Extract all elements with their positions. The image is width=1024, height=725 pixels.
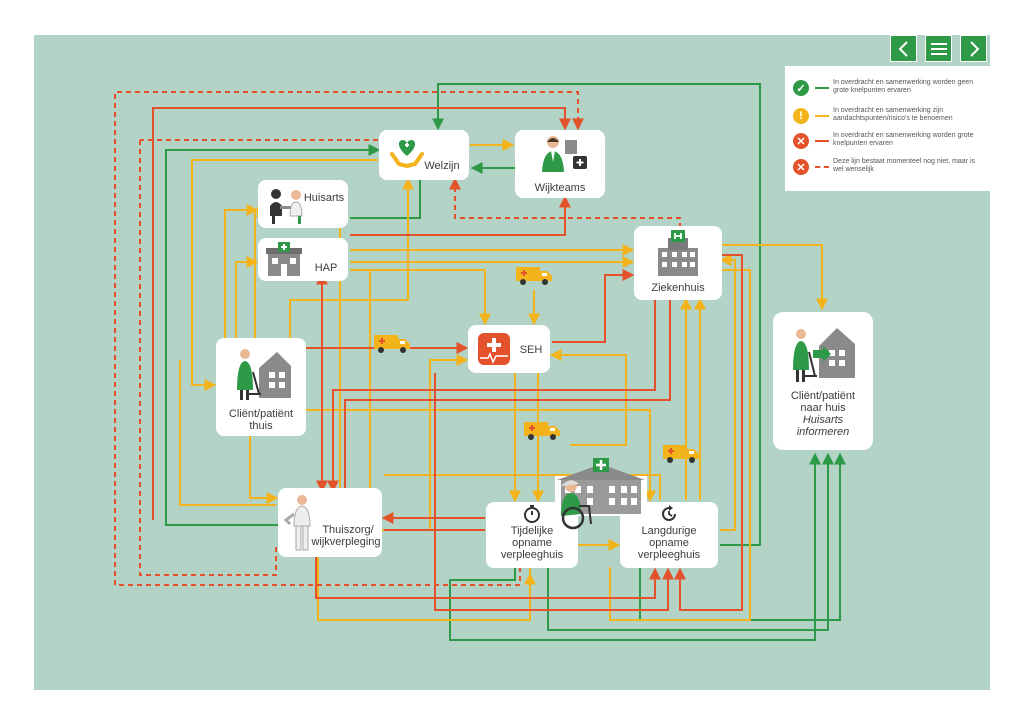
flow-yellow [382,354,469,531]
node-seh[interactable]: SEH [468,325,550,373]
node-label: HAP [314,262,338,274]
doctor-consult-icon [270,189,303,224]
ambulance-icon [524,422,560,440]
node-label: Ziekenhuis [651,282,705,294]
node-huisarts[interactable]: Huisarts [258,180,348,228]
flow-green [350,178,421,219]
flow-yellow [722,244,828,311]
stopwatch-icon [524,505,540,523]
flow-red [434,373,674,611]
exclamation-circle-icon: ! [793,108,809,124]
node-label: verpleeghuis [500,549,564,561]
node-label: opname [512,537,552,549]
node-label: Wijkteams [534,182,586,194]
node-label: wijkverpleging [311,536,381,548]
next-button[interactable] [960,35,987,62]
node-welzijn[interactable]: Welzijn [379,130,469,180]
node-client-thuis[interactable]: Cliënt/patiënt thuis [216,338,306,436]
node-label: opname [649,537,689,549]
node-naar-huis[interactable]: Cliënt/patiënt naar huis Huisarts inform… [773,312,873,450]
flow-red [152,107,571,520]
node-label: Thuiszorg/ [322,524,374,536]
flow-yellow [179,360,276,506]
chevron-left-icon [898,40,908,57]
legend-text: In overdracht en samenwerking worden gee… [833,79,974,94]
flow-red [315,557,661,599]
node-ziekenhuis[interactable]: Ziekenhuis [634,226,722,300]
legend: ✓ In overdracht en samenwerking worden g… [785,66,990,191]
clinic-building-icon [266,242,302,276]
ambulance-icon [516,267,552,285]
flow-red [674,254,743,611]
menu-icon [930,42,947,55]
node-label: Tijdelijke [510,525,554,537]
elderly-home-icon [237,349,291,400]
cross-circle-icon: ✕ [793,133,809,149]
nursing-home-wheelchair-icon [555,458,647,530]
legend-item-yellow: ! In overdracht en samenwerking zijn aan… [793,107,984,131]
legend-text: In overdracht en samenwerking zijn aanda… [833,107,953,122]
flow-desired [449,177,681,228]
flow-yellow [609,269,751,621]
flow-red [552,269,635,343]
previous-button[interactable] [890,35,917,62]
legend-item-red: ✕ In overdracht en samenwerking worden g… [793,132,984,156]
legend-item-dashed: ✕ Deze lijn bestaat momenteel nog niet, … [793,158,984,182]
cross-circle-icon: ✕ [793,159,809,175]
check-circle-icon: ✓ [793,80,809,96]
flow-yellow [306,409,656,503]
home-nurse-icon [284,495,311,551]
legend-item-green: ✓ In overdracht en samenwerking worden g… [793,79,984,103]
node-label: Huisarts [303,192,345,204]
flow-yellow [224,204,259,340]
node-label: naar huis [800,402,846,414]
node-label: informeren [796,426,850,438]
clock-refresh-icon [662,505,676,521]
flow-green [165,144,381,526]
node-hap[interactable]: HAP [258,238,348,281]
node-label: thuis [249,420,273,432]
node-label: Cliënt/patiënt [228,408,294,420]
legend-text: In overdracht en samenwerking worden gro… [833,132,974,147]
node-label: Huisarts [802,414,844,426]
node-label: Langdurige [641,525,697,537]
ambulance-icon [374,335,410,353]
flow-yellow [191,159,378,391]
node-label: SEH [519,344,543,356]
node-wijkteams[interactable]: Wijkteams [515,130,605,198]
flow-red [327,300,656,493]
flow-yellow [235,256,259,340]
emergency-cross-icon [478,333,510,365]
flow-green [432,83,761,546]
node-label: Welzijn [424,160,460,172]
flow-yellow [249,436,279,504]
heart-hands-icon [390,140,424,168]
node-label: verpleeghuis [637,549,701,561]
elderly-going-home-icon [793,328,855,382]
flow-yellow [289,177,414,340]
node-thuiszorg[interactable]: Thuiszorg/ wijkverpleging [278,488,382,557]
menu-button[interactable] [925,35,952,62]
flow-desired [139,140,277,576]
hospital-icon [658,230,698,276]
legend-text: Deze lijn bestaat momenteel nog niet, ma… [833,158,976,173]
flow-yellow [350,269,491,326]
flow-yellow [384,474,661,500]
flow-yellow [719,254,736,531]
flow-red [344,300,671,490]
chevron-right-icon [969,40,979,57]
flow-desired [114,91,584,586]
care-worker-icon [542,136,587,172]
ambulance-icon [663,445,699,463]
flow-red [350,195,571,236]
node-label: Cliënt/patiënt [790,390,856,402]
